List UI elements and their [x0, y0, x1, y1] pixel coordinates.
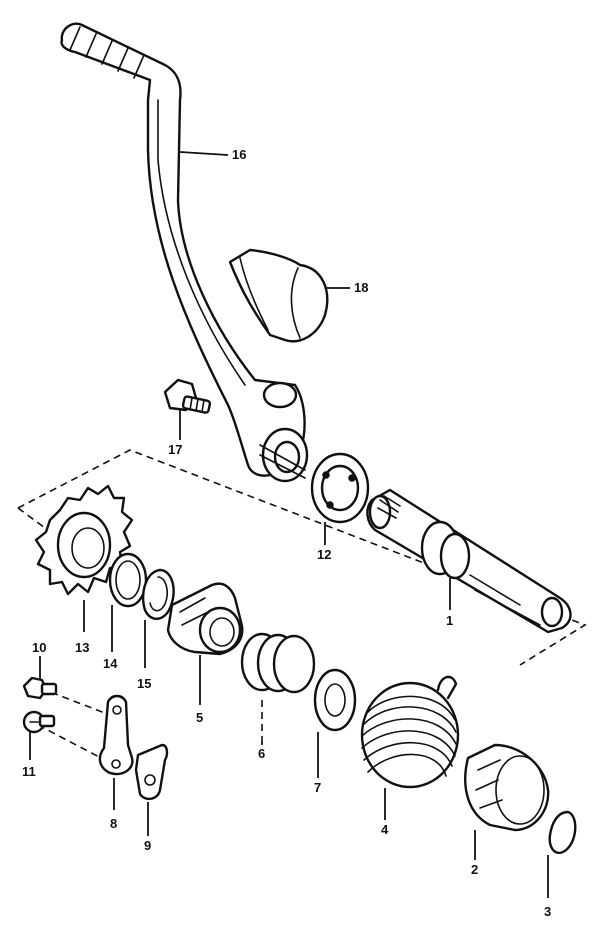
callout-18: 18 — [354, 280, 368, 295]
kick-gear — [34, 484, 134, 596]
callout-9: 9 — [144, 838, 151, 853]
callout-labels: 16 18 17 12 1 13 14 15 5 6 7 4 2 3 8 9 1… — [22, 147, 551, 919]
leader-lines — [29, 151, 549, 898]
kick-starter-shaft — [366, 488, 572, 634]
bearing — [310, 452, 370, 524]
callout-17: 17 — [168, 442, 182, 457]
spring-washer — [313, 668, 357, 732]
callout-14: 14 — [103, 656, 118, 671]
ratchet-spring — [240, 632, 316, 694]
callout-10: 10 — [32, 640, 46, 655]
lever-boot — [228, 248, 329, 343]
callout-1: 1 — [446, 613, 453, 628]
callout-7: 7 — [314, 780, 321, 795]
callout-13: 13 — [75, 640, 89, 655]
screw-lower — [22, 710, 56, 734]
callout-2: 2 — [471, 862, 478, 877]
ratchet — [166, 582, 244, 656]
callout-8: 8 — [110, 816, 117, 831]
callout-16: 16 — [232, 147, 246, 162]
kick-lever — [60, 22, 309, 483]
circlip — [548, 810, 577, 855]
callout-11: 11 — [22, 764, 36, 779]
callout-15: 15 — [137, 676, 151, 691]
return-spring — [360, 675, 460, 789]
callout-3: 3 — [544, 904, 551, 919]
callout-5: 5 — [196, 710, 203, 725]
spring-guide — [464, 743, 550, 832]
callout-4: 4 — [381, 822, 389, 837]
callout-12: 12 — [317, 547, 331, 562]
lever-bolt — [163, 378, 212, 414]
stopper-plate — [98, 694, 134, 776]
washer-and-circlip — [108, 552, 175, 620]
callout-6: 6 — [258, 746, 265, 761]
screw-upper — [22, 676, 58, 700]
bracket — [134, 743, 169, 801]
